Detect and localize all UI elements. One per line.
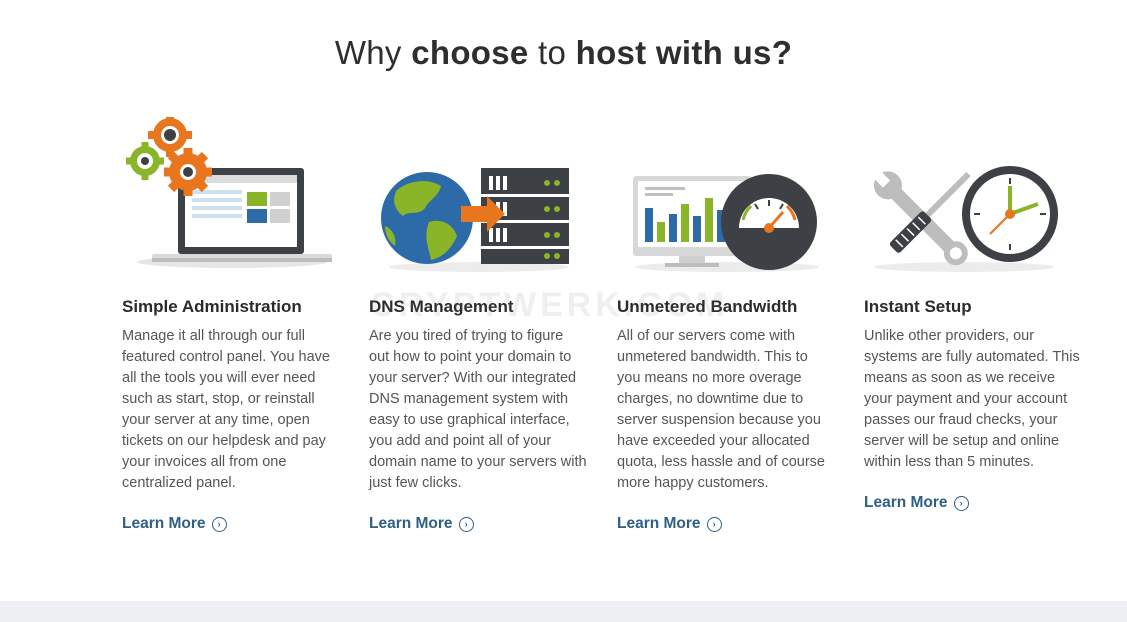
feature-unmetered-bandwidth: Unmetered Bandwidth All of our servers c…: [617, 150, 835, 533]
feature-title: DNS Management: [369, 297, 514, 316]
laptop-gears-icon: [122, 117, 340, 275]
title-to: to: [528, 34, 576, 71]
feature-description: Are you tired of trying to figure out ho…: [369, 328, 587, 491]
learn-more-link[interactable]: Learn More ›: [122, 515, 340, 533]
learn-more-label: Learn More: [864, 494, 948, 511]
globe-server-icon: [369, 150, 587, 275]
feature-dns-management: DNS Management Are you tired of trying t…: [369, 150, 587, 533]
title-host: host with us?: [575, 34, 793, 71]
footer-band: [0, 601, 1127, 622]
learn-more-link[interactable]: Learn More ›: [864, 494, 1082, 512]
chevron-right-icon: ›: [211, 516, 227, 532]
feature-title: Simple Administration: [122, 297, 302, 316]
feature-title: Unmetered Bandwidth: [617, 297, 798, 316]
title-choose: choose: [411, 34, 529, 71]
chevron-right-icon: ›: [953, 495, 969, 511]
learn-more-label: Learn More: [369, 515, 453, 532]
learn-more-link[interactable]: Learn More ›: [369, 515, 587, 533]
chevron-right-icon: ›: [458, 516, 474, 532]
monitor-gauge-icon: [617, 150, 835, 275]
feature-description: All of our servers come with unmetered b…: [617, 328, 825, 491]
page-title: Why choose to host with us?: [0, 34, 1127, 72]
feature-instant-setup: Instant Setup Unlike other providers, ou…: [864, 150, 1082, 512]
feature-description: Unlike other providers, our systems are …: [864, 328, 1080, 470]
learn-more-label: Learn More: [617, 515, 701, 532]
feature-description: Manage it all through our full featured …: [122, 328, 330, 491]
feature-simple-administration: Simple Administration Manage it all thro…: [122, 117, 340, 533]
learn-more-link[interactable]: Learn More ›: [617, 515, 835, 533]
feature-title: Instant Setup: [864, 297, 972, 316]
tools-clock-icon: [864, 150, 1082, 275]
learn-more-label: Learn More: [122, 515, 206, 532]
title-why: Why: [334, 34, 412, 71]
chevron-right-icon: ›: [706, 516, 722, 532]
